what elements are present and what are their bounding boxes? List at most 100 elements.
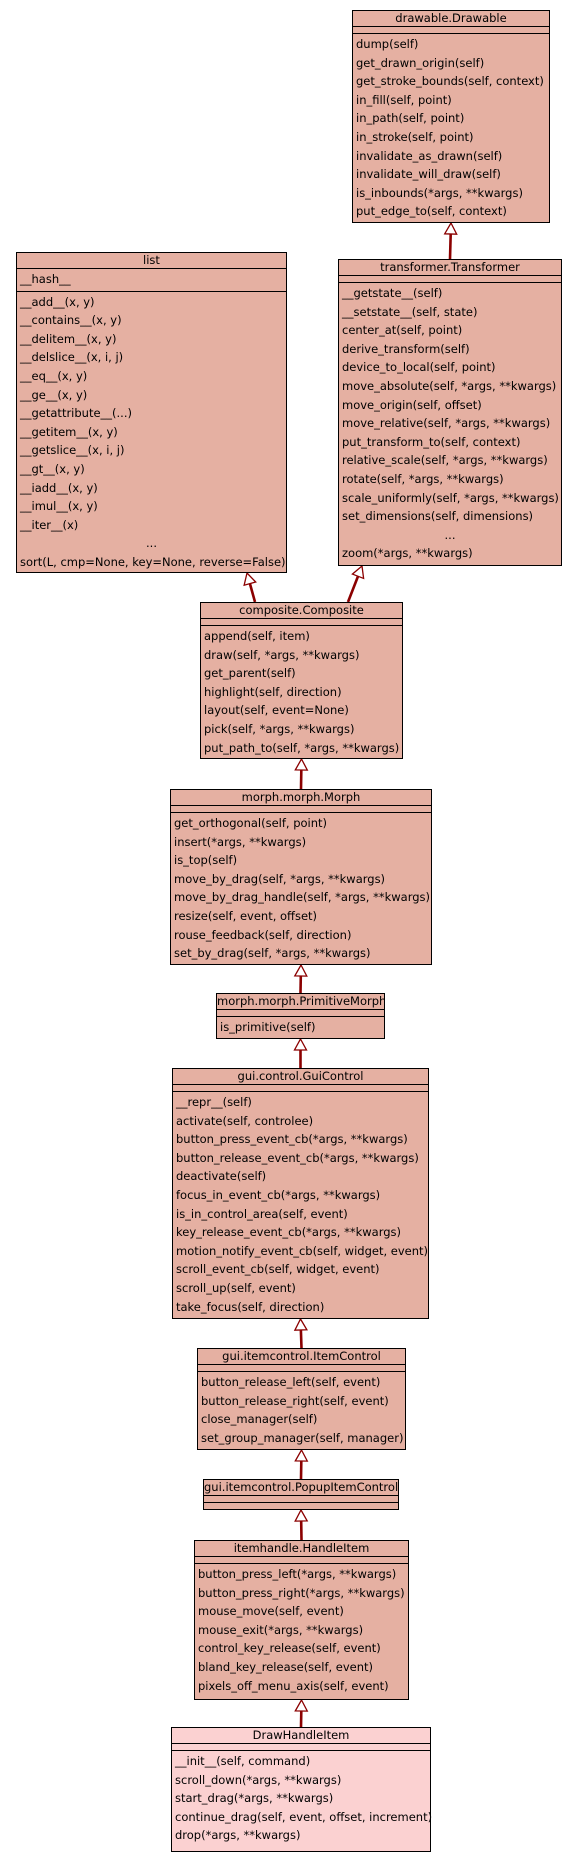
method-get-stroke-bounds: get_stroke_bounds(self, context) <box>356 74 544 89</box>
method-delitem: __delitem__(x, y) <box>20 331 117 346</box>
method-highlight: highlight(self, direction) <box>204 684 342 699</box>
method-compartment: __getstate__(self) __setstate__(self, sta… <box>339 283 561 565</box>
method-put-transform-to: put_transform_to(self, context) <box>342 434 521 449</box>
method-scroll-event-cb: scroll_event_cb(self, widget, event) <box>176 1262 380 1277</box>
method-button-press-event-cb: button_press_event_cb(*args, **kwargs) <box>176 1132 408 1147</box>
method-get-drawn-origin: get_drawn_origin(self) <box>356 55 485 70</box>
attribute-compartment: __hash__ <box>17 269 286 292</box>
class-composite[interactable]: composite.Composite append(self, item) dra… <box>200 602 403 759</box>
method-move-origin: move_origin(self, offset) <box>342 397 482 412</box>
class-list[interactable]: list __hash__ __add__(x, y) __contains__(x,… <box>16 252 287 573</box>
method-setstate: __setstate__(self, state) <box>342 304 478 319</box>
method-add: __add__(x, y) <box>20 294 95 309</box>
method-compartment: is_primitive(self) <box>217 1017 384 1039</box>
method-pixels-off-menu-axis: pixels_off_menu_axis(self, event) <box>198 1678 389 1693</box>
method-ellipsis: ... <box>444 527 456 542</box>
method-in-fill: in_fill(self, point) <box>356 92 452 107</box>
method-set-dimensions: set_dimensions(self, dimensions) <box>342 509 534 524</box>
method-center-at: center_at(self, point) <box>342 323 463 338</box>
method-draw: draw(self, *args, **kwargs) <box>204 647 360 662</box>
method-ge: __ge__(x, y) <box>20 387 88 402</box>
method-move-absolute: move_absolute(self, *args, **kwargs) <box>342 378 557 393</box>
class-name: morph.morph.PrimitiveMorph <box>217 994 384 1010</box>
method-iter: __iter__(x) <box>20 517 79 532</box>
method-scroll-down: scroll_down(*args, **kwargs) <box>175 1772 342 1787</box>
attribute-compartment <box>217 1010 384 1017</box>
attribute-compartment <box>353 27 549 34</box>
method-bland-key-release: bland_key_release(self, event) <box>198 1659 374 1674</box>
method-resize: resize(self, event, offset) <box>174 908 318 923</box>
method-getstate: __getstate__(self) <box>342 286 443 300</box>
attribute-compartment <box>204 1496 398 1503</box>
method-derive-transform: derive_transform(self) <box>342 341 470 356</box>
method-append: append(self, item) <box>204 629 310 643</box>
method-compartment: button_release_left(self, event)button_r… <box>198 1372 405 1449</box>
method-rotate: rotate(self, *args, **kwargs) <box>342 471 504 486</box>
method-key-release-event-cb: key_release_event_cb(*args, **kwargs) <box>176 1225 402 1240</box>
method-get-orthogonal: get_orthogonal(self, point) <box>174 816 328 830</box>
method-dump: dump(self) <box>356 37 419 51</box>
method-drop: drop(*args, **kwargs) <box>175 1828 301 1843</box>
attribute-hash: __hash__ <box>20 272 71 286</box>
method-is-primitive: is_primitive(self) <box>220 1020 316 1034</box>
method-insert: insert(*args, **kwargs) <box>174 834 307 849</box>
method-is-top: is_top(self) <box>174 853 238 868</box>
method-deactivate: deactivate(self) <box>176 1169 267 1184</box>
method-take-focus: take_focus(self, direction) <box>176 1299 325 1314</box>
method-control-key-release: control_key_release(self, event) <box>198 1641 381 1656</box>
edge-composite-to-transformer <box>346 575 360 603</box>
method-mouse-exit: mouse_exit(*args, **kwargs) <box>198 1622 364 1637</box>
method-invalidate-will-draw: invalidate_will_draw(self) <box>356 167 501 182</box>
method-mouse-move: mouse_move(self, event) <box>198 1604 344 1619</box>
class-transformer[interactable]: transformer.Transformer __getstate__(self… <box>338 259 562 566</box>
method-set-by-drag: set_by_drag(self, *args, **kwargs) <box>174 946 371 961</box>
method-zoom: zoom(*args, **kwargs) <box>342 546 473 561</box>
method-scroll-up: scroll_up(self, event) <box>176 1280 296 1295</box>
class-name: list <box>17 253 286 269</box>
class-popup-item-control[interactable]: gui.itemcontrol.PopupItemControl <box>203 1479 399 1510</box>
class-draw-handle-item[interactable]: DrawHandleItem__init__(self, command)scr… <box>171 1727 432 1852</box>
class-name: transformer.Transformer <box>339 260 561 276</box>
class-primitive-morph[interactable]: morph.morph.PrimitiveMorph is_primitive(s… <box>216 993 385 1039</box>
method-button-release-event-cb: button_release_event_cb(*args, **kwargs) <box>176 1150 419 1165</box>
attribute-compartment <box>173 1085 428 1092</box>
method-in-stroke: in_stroke(self, point) <box>356 129 474 144</box>
attribute-compartment <box>195 1557 408 1564</box>
attribute-compartment <box>171 806 431 813</box>
method-put-edge-to: put_edge_to(self, context) <box>356 204 507 219</box>
method-set-group-manager: set_group_manager(self, manager) <box>201 1430 404 1445</box>
method-start-drag: start_drag(*args, **kwargs) <box>175 1791 334 1806</box>
method-init: __init__(self, command) <box>175 1754 311 1768</box>
method-compartment: button_press_left(*args, **kwargs) button… <box>195 1564 408 1697</box>
attribute-compartment <box>339 276 561 283</box>
method-compartment: get_orthogonal(self, point) insert(*args,… <box>171 813 431 965</box>
class-gui-control[interactable]: gui.control.GuiControl__repr__(self)acti… <box>172 1068 429 1319</box>
inheritance-arrowhead <box>294 757 309 771</box>
attribute-compartment <box>201 619 402 626</box>
method-getattribute: __getattribute__(...) <box>20 406 132 421</box>
method-layout: layout(self, event=None) <box>204 703 349 718</box>
method-gt: __gt__(x, y) <box>20 461 85 476</box>
class-name: composite.Composite <box>201 603 402 619</box>
method-button-press-right: button_press_right(*args, **kwargs) <box>198 1585 405 1600</box>
method-getitem: __getitem__(x, y) <box>20 424 118 439</box>
edge-composite-to-list <box>248 583 257 603</box>
method-in-path: in_path(self, point) <box>356 111 465 126</box>
method-contains: __contains__(x, y) <box>20 313 122 328</box>
method-move-by-drag: move_by_drag(self, *args, **kwargs) <box>174 871 386 886</box>
inheritance-arrowhead <box>243 571 257 587</box>
method-motion-notify-event-cb: motion_notify_event_cb(self, widget, eve… <box>176 1243 429 1258</box>
method-getslice: __getslice__(x, i, j) <box>20 443 125 458</box>
attribute-compartment <box>172 1744 430 1751</box>
method-pick: pick(self, *args, **kwargs) <box>204 721 355 736</box>
class-name: morph.morph.Morph <box>171 790 431 806</box>
class-morph[interactable]: morph.morph.Morph get_orthogonal(self, po… <box>170 789 432 965</box>
method-compartment: append(self, item) draw(self, *args, **kw… <box>201 626 402 759</box>
method-delslice: __delslice__(x, i, j) <box>20 350 124 365</box>
method-is-in-control-area: is_in_control_area(self, event) <box>176 1206 348 1221</box>
method-button-press-left: button_press_left(*args, **kwargs) <box>198 1567 397 1581</box>
